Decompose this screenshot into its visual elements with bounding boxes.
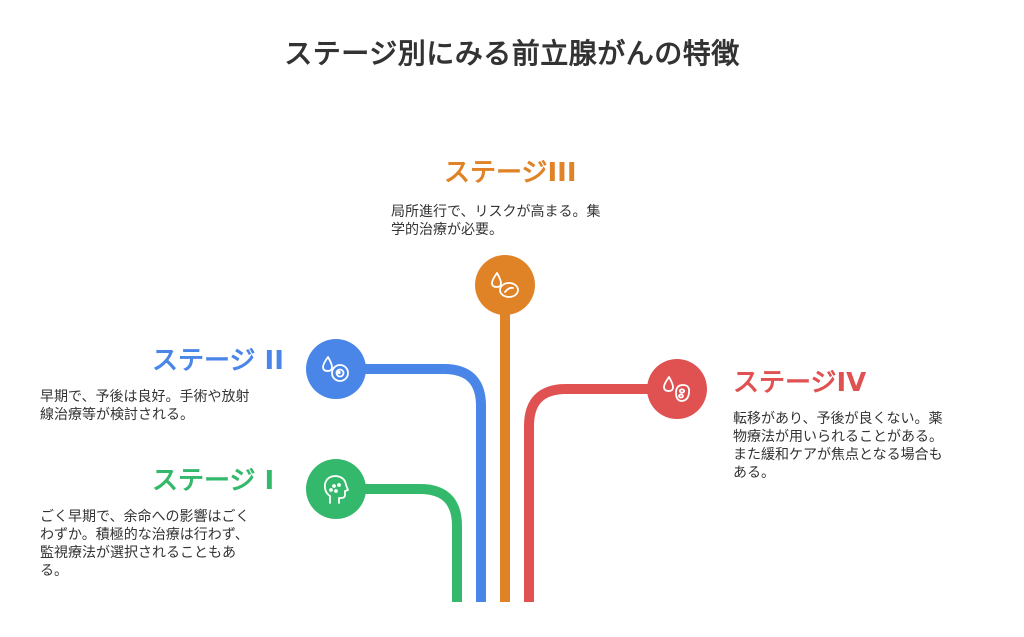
stage2-connector <box>340 364 486 602</box>
stage1-description: ごく早期で、余命への影響はごく わずか。積極的な治療は行わず、 監視療法が選択さ… <box>40 509 250 579</box>
stage2-description: 早期で、予後は良好。手術や放射 線治療等が検討される。 <box>40 389 250 423</box>
cell-drop-icon <box>322 356 349 382</box>
stage2-icon-circle <box>306 339 366 399</box>
stage1-title: ステージ I <box>152 466 275 496</box>
head-profile-icon <box>323 475 349 504</box>
stage3-icon-circle <box>475 255 535 315</box>
stage4-connector <box>524 384 677 602</box>
stage4-description: 転移があり、予後が良くない。薬 物療法が用いられることがある。 また緩和ケアが焦… <box>733 411 943 481</box>
stage1-icon-circle <box>306 459 366 519</box>
stage3-description: 局所進行で、リスクが高まる。集 学的治療が必要。 <box>391 204 601 238</box>
stage3-title: ステージIII <box>444 158 577 188</box>
stage4-title: ステージIV <box>733 368 867 398</box>
stage4-icon-circle <box>647 359 707 419</box>
stage2-title: ステージ II <box>152 346 284 376</box>
organ-drop-icon <box>663 376 691 402</box>
pill-drop-icon <box>491 272 519 298</box>
diagram-title: ステージ別にみる前立腺がんの特徴 <box>284 37 740 70</box>
stage1-connector <box>340 484 462 602</box>
